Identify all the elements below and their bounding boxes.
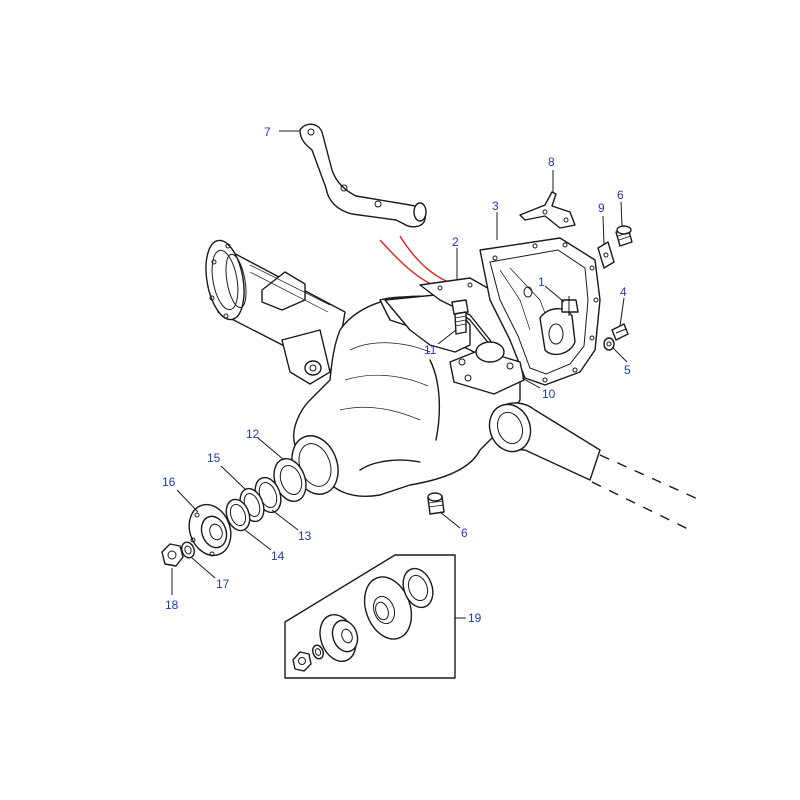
callout-labels: 7 8 3 9 6 2 1 4 5 11 10 12 15 16 13 6 14… xyxy=(162,125,631,625)
callout-15: 15 xyxy=(207,451,221,465)
part-6-plug-lower xyxy=(427,492,445,515)
left-axle-tube xyxy=(205,239,346,385)
part-5-washer xyxy=(603,337,615,351)
callout-11: 11 xyxy=(424,343,437,357)
leader-lines xyxy=(171,130,628,619)
callout-10: 10 xyxy=(542,387,556,401)
part-4-bolt xyxy=(611,323,629,341)
part-11-bolt xyxy=(451,299,469,335)
differential-housing xyxy=(293,294,521,497)
part-8-bracket xyxy=(519,191,576,229)
callout-4: 4 xyxy=(620,285,627,299)
callout-12: 12 xyxy=(246,427,260,441)
part-19-kit xyxy=(284,554,456,679)
callout-9: 9 xyxy=(598,201,605,215)
part-1-breather xyxy=(561,296,579,316)
callout-2: 2 xyxy=(452,235,459,249)
callout-16: 16 xyxy=(162,475,176,489)
callout-6-lower: 6 xyxy=(461,526,468,540)
part-9-clip xyxy=(597,241,615,269)
callout-14: 14 xyxy=(271,549,285,563)
part-18-nut xyxy=(161,543,184,567)
callout-17: 17 xyxy=(216,577,230,591)
callout-1: 1 xyxy=(538,275,545,289)
callout-18: 18 xyxy=(165,598,179,612)
right-axle-tube xyxy=(488,402,701,531)
part-6-plug-upper xyxy=(615,225,633,247)
callout-3: 3 xyxy=(492,199,499,213)
highlight-lines xyxy=(379,235,461,289)
part-7-stay-bracket xyxy=(299,123,427,228)
callout-5: 5 xyxy=(624,363,631,377)
callout-8: 8 xyxy=(548,155,555,169)
callout-19: 19 xyxy=(468,611,482,625)
callout-6-upper: 6 xyxy=(617,188,624,202)
part-10-filler-plate xyxy=(449,341,525,395)
part-16-flange xyxy=(188,503,232,557)
callout-13: 13 xyxy=(298,529,312,543)
part-14-ring xyxy=(225,498,251,532)
callout-7: 7 xyxy=(264,125,271,139)
part-3-cover-plate xyxy=(479,237,601,386)
